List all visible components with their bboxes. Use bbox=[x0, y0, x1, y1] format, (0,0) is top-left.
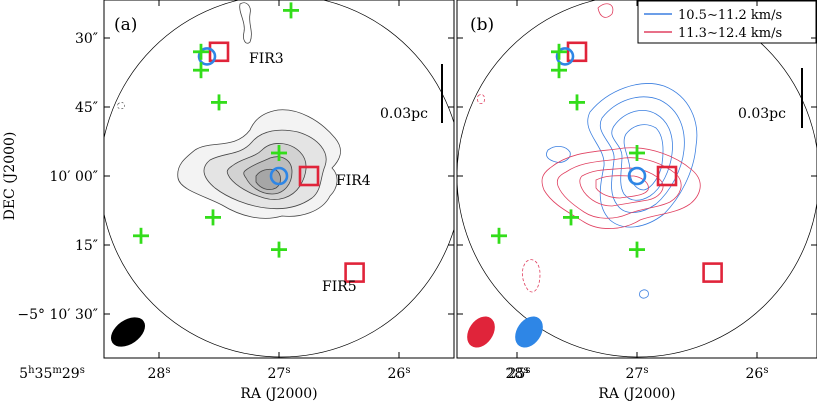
x-tick-label: 26s bbox=[746, 365, 769, 383]
x-tick-label: 28s bbox=[506, 365, 529, 383]
plus-marker bbox=[193, 62, 209, 79]
x-axis-label-right: RA (J2000) bbox=[598, 386, 675, 402]
y-axis-label: DEC (J2000) bbox=[2, 132, 18, 221]
primary-beam-circle bbox=[104, 0, 454, 358]
plus-marker bbox=[569, 94, 585, 111]
scalebar-b: 0.03pc bbox=[738, 68, 803, 128]
source-label-fir5: FIR5 bbox=[322, 279, 357, 295]
legend-box bbox=[637, 0, 817, 44]
source-box-fir5 bbox=[344, 262, 365, 283]
source-box-fir4 bbox=[298, 165, 320, 187]
red-contours bbox=[541, 3, 701, 229]
plus-marker bbox=[193, 43, 209, 60]
y-tick-label: 15″ bbox=[75, 238, 98, 254]
source-box-fir5 bbox=[702, 262, 723, 283]
x-tick-label: 26s bbox=[388, 365, 411, 383]
plus-marker bbox=[563, 209, 579, 226]
scalebar-b-label: 0.03pc bbox=[738, 106, 786, 122]
circle-marker bbox=[627, 166, 647, 186]
circle-marker bbox=[269, 166, 289, 186]
panel-b-plot bbox=[457, 0, 817, 358]
scalebar-a: 0.03pc bbox=[380, 64, 443, 123]
legend-label-blue: 10.5∼11.2 km/s bbox=[678, 8, 782, 23]
plus-marker bbox=[551, 43, 567, 60]
x-tick-label: 28s bbox=[148, 365, 171, 383]
x-tick-label: 25s bbox=[508, 365, 531, 383]
scalebar-a-label: 0.03pc bbox=[380, 106, 428, 122]
plus-marker bbox=[629, 145, 645, 161]
y-tick-label: 30″ bbox=[75, 31, 98, 47]
ticks-a: 5h35m29s 28s 27s 26s 25s 30″ 45″ 10′ 00″ 15″ −5° … bbox=[17, 0, 530, 382]
panel-a: (a) 0.03pc FIR3 FIR4 FIR5 5h35m29s 28s 27s… bbox=[17, 0, 530, 382]
x-axis-label-left: RA (J2000) bbox=[240, 386, 317, 402]
beam-ellipse-black bbox=[110, 317, 146, 347]
markers-a bbox=[133, 2, 365, 283]
panel-b: (b) 10.5∼11.2 km/s 11.3∼12.4 km/s 0.03pc… bbox=[456, 0, 817, 382]
circle-marker bbox=[197, 47, 217, 66]
plus-marker bbox=[271, 145, 287, 161]
markers-b bbox=[491, 41, 723, 283]
plus-marker bbox=[629, 241, 645, 258]
plus-marker bbox=[133, 227, 149, 244]
x-tick-label: 27s bbox=[626, 365, 649, 383]
blue-contours bbox=[546, 83, 698, 299]
ticks-b: 28s 27s 26s 25s bbox=[457, 0, 817, 382]
y-tick-label: 45″ bbox=[75, 100, 98, 116]
primary-beam-circle-b bbox=[457, 0, 817, 358]
emission-contours bbox=[117, 2, 341, 219]
beam-ellipse-red bbox=[467, 316, 495, 348]
panel-a-plot bbox=[104, 0, 454, 358]
source-label-fir3: FIR3 bbox=[249, 51, 284, 67]
source-box-fir3 bbox=[566, 41, 588, 63]
plus-marker bbox=[491, 227, 507, 244]
source-box-fir4 bbox=[656, 165, 678, 187]
source-box-fir3 bbox=[208, 41, 230, 63]
x-tick-label: 5h35m29s bbox=[19, 365, 85, 383]
y-tick-label: 10′ 00″ bbox=[50, 169, 99, 185]
panel-b-label: (b) bbox=[470, 15, 494, 35]
red-dashed-contours bbox=[477, 94, 541, 293]
plus-marker bbox=[211, 94, 227, 111]
source-label-fir4: FIR4 bbox=[336, 173, 371, 189]
beam-ellipse-blue bbox=[515, 316, 543, 348]
legend-label-red: 11.3∼12.4 km/s bbox=[678, 26, 782, 41]
plus-marker bbox=[283, 2, 299, 19]
circle-marker bbox=[555, 47, 575, 66]
y-tick-label: −5° 10′ 30″ bbox=[17, 307, 98, 323]
plus-marker bbox=[551, 62, 567, 79]
panel-a-label: (a) bbox=[114, 15, 137, 35]
legend: 10.5∼11.2 km/s 11.3∼12.4 km/s bbox=[637, 0, 817, 44]
plus-marker bbox=[205, 209, 221, 226]
plus-marker bbox=[271, 241, 287, 258]
x-tick-label: 27s bbox=[268, 365, 291, 383]
panel-b-frame bbox=[456, 0, 817, 359]
